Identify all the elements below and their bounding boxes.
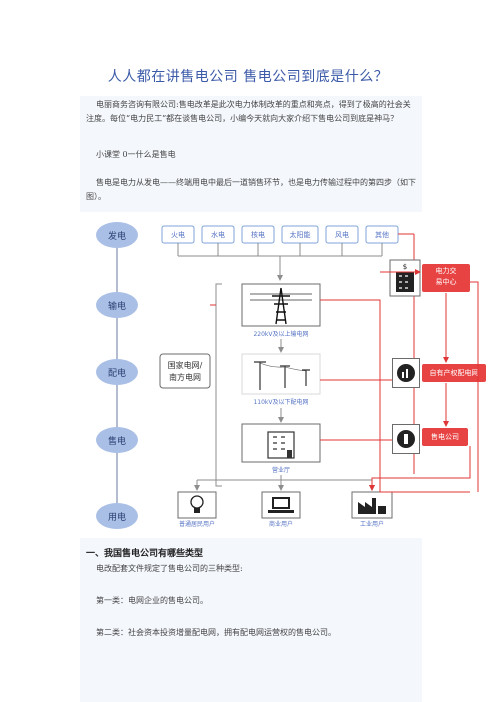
source-thermal: 火电 (171, 230, 185, 239)
grid-label-line2: 南方电网 (169, 372, 201, 382)
grid-label-line1: 国家电网/ (168, 360, 203, 370)
hall-label: 营业厅 (272, 466, 290, 474)
chart-circle-icon (392, 358, 420, 388)
lesson-heading: 小课堂 0一什么是售电 (96, 150, 176, 159)
commercial-user-label: 商业用户 (269, 520, 293, 528)
source-wind: 风电 (335, 230, 349, 239)
service-hall-icon (241, 423, 321, 463)
svg-text:$: $ (403, 263, 407, 271)
type-one: 第一类：电网企业的售电公司。 (96, 596, 208, 605)
retail-company-label: 售电公司 (431, 433, 459, 441)
distribution-label: 110kV及以下配电网 (253, 398, 308, 406)
trading-center-label: 电力交易中心 (435, 267, 457, 286)
commercial-user-icon (261, 491, 301, 519)
source-nuclear: 核电 (251, 230, 265, 239)
type-two: 第二类：社会资本投资增量配电网，拥有配电网运营权的售电公司。 (96, 628, 336, 637)
svg-text:用电: 用电 (108, 511, 126, 523)
source-hydro: 水电 (211, 230, 225, 239)
intro-paragraph: 电丽商务咨询有限公司:售电改革是此次电力体制改革的重点和亮点，得到了极高的社会关… (86, 100, 411, 123)
svg-text:配电: 配电 (108, 367, 126, 379)
svg-text:输电: 输电 (108, 300, 126, 312)
trading-center-box (422, 264, 470, 292)
industrial-user-label: 工业用户 (360, 520, 384, 528)
stage-retail: 售电 (96, 427, 138, 453)
source-other: 其他 (375, 230, 389, 239)
stage-transmission: 输电 (96, 292, 138, 318)
section-heading: 一、我国售电公司有哪些类型 (86, 549, 204, 559)
industrial-user-icon (351, 491, 393, 519)
svg-text:发电: 发电 (108, 230, 126, 242)
power-plug-icon (392, 424, 420, 454)
building-dollar-icon: $ (389, 259, 421, 297)
distribution-pole-icon (241, 353, 321, 395)
stage-distribution: 配电 (96, 359, 138, 385)
stage-generation: 发电 (96, 222, 138, 248)
private-grid-label: 自有产权配电网 (429, 369, 479, 377)
page-title: 人人都在讲售电公司 售电公司到底是什么？ (107, 69, 389, 85)
transmission-tower-icon (241, 283, 321, 327)
svg-text:售电: 售电 (108, 435, 126, 447)
residential-user-icon (177, 491, 217, 519)
residential-user-label: 普通居民用户 (179, 520, 215, 528)
stage-consumption: 用电 (96, 503, 138, 529)
transmission-label: 220kV及以上输电网 (253, 330, 308, 338)
types-intro: 电改配套文件规定了售电公司的三种类型: (96, 564, 243, 573)
power-chain-diagram: 发电 输电 配电 售电 用电 火电 水电 核电 太阳能 风电 其他 (80, 212, 422, 538)
definition-paragraph: 售电是电力从发电——终端用电中最后一道销售环节，也是电力传输过程中的第四步（如下… (86, 178, 416, 201)
source-solar: 太阳能 (290, 230, 311, 239)
